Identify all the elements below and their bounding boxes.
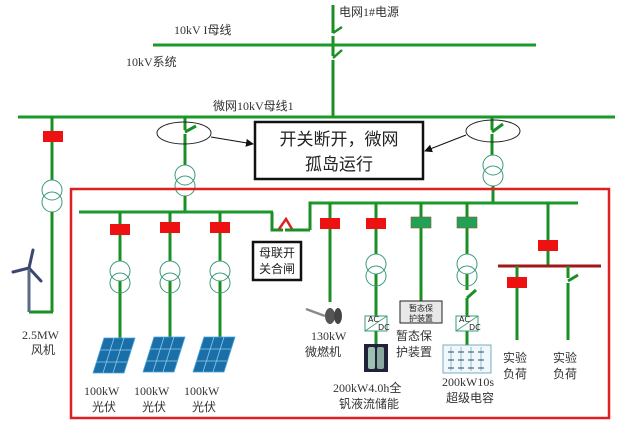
flow-battery-transformer-icon bbox=[365, 253, 387, 287]
right-switch-highlight-ellipse bbox=[465, 119, 521, 143]
left-arrow-icon bbox=[210, 136, 254, 147]
wind-turbine-icon bbox=[11, 248, 43, 312]
svg-text:DC: DC bbox=[469, 323, 481, 332]
microgrid-boundary bbox=[69, 187, 611, 420]
grid-source-label: 电网1#电源 bbox=[339, 5, 399, 19]
supercap-label-line1: 200kW10s bbox=[442, 375, 494, 389]
flow-battery-label-line1: 200kW4.0h全 bbox=[333, 380, 401, 395]
left-tie-switch bbox=[156, 117, 212, 212]
right-transformer-icon bbox=[482, 154, 504, 187]
supercap-transformer-icon bbox=[456, 253, 478, 287]
right-tie-switch bbox=[465, 117, 521, 204]
bus-10kv-1-label: 10kV I母线 bbox=[174, 23, 231, 37]
svg-text:AC: AC bbox=[459, 315, 470, 324]
pv2-rating-label: 100kW bbox=[134, 384, 170, 398]
protection-box-line2: 护装置 bbox=[409, 313, 433, 323]
pv-panel-icon bbox=[142, 336, 186, 373]
load2-label-line2: 负荷 bbox=[553, 367, 577, 381]
supercap-switch-icon bbox=[466, 288, 477, 300]
load-main-breaker-icon bbox=[538, 240, 558, 251]
load2-switch-icon bbox=[567, 273, 579, 283]
pv-feeder-1 bbox=[109, 212, 131, 340]
grid-source-switch-icon bbox=[332, 25, 343, 35]
flow-battery-breaker-icon bbox=[366, 218, 386, 229]
island-note-line2: 孤岛运行 bbox=[305, 155, 373, 175]
pv2-breaker-icon bbox=[160, 222, 180, 233]
protection-device-box bbox=[399, 300, 443, 324]
system-tie-switch-icon bbox=[332, 49, 343, 59]
load-feeder bbox=[498, 203, 601, 340]
wind-feeder bbox=[27, 117, 63, 314]
load1-label-line1: 实验 bbox=[503, 350, 527, 365]
microturbine-breaker-icon bbox=[320, 218, 340, 229]
protection-label-line2: 护装置 bbox=[396, 345, 432, 359]
pv1-breaker-icon bbox=[110, 224, 130, 235]
pv1-transformer-icon bbox=[109, 260, 131, 294]
supercap-converter-icon: AC DC bbox=[455, 315, 481, 332]
bus-tie-closed-icon bbox=[277, 216, 294, 230]
pv-feeder-2 bbox=[159, 212, 181, 340]
pv-panel-icon bbox=[92, 337, 136, 374]
pv2-name-label: 光伏 bbox=[142, 400, 166, 414]
load2-label-line1: 实验 bbox=[553, 350, 577, 365]
microturbine-name-label: 微燃机 bbox=[305, 344, 341, 359]
island-operation-note: 开关断开，微网 孤岛运行 bbox=[210, 120, 467, 181]
wind-name-label: 风机 bbox=[31, 343, 55, 357]
bus-tie-switch: 母联开 关合闸 bbox=[251, 201, 314, 282]
system-10kv-label: 10kV系统 bbox=[126, 55, 177, 69]
pv3-rating-label: 100kW bbox=[184, 384, 220, 398]
pv-panel-icon bbox=[192, 336, 236, 373]
pv1-name-label: 光伏 bbox=[92, 400, 116, 414]
microgrid-bus-label: 微网10kV母线1 bbox=[213, 99, 294, 113]
supercap-label-line2: 超级电容 bbox=[446, 390, 494, 405]
flow-battery-icon bbox=[364, 344, 388, 372]
flow-battery-feeder: AC DC bbox=[364, 203, 390, 372]
pv3-name-label: 光伏 bbox=[192, 400, 216, 414]
svg-text:AC: AC bbox=[368, 315, 379, 324]
microturbine-feeder bbox=[320, 203, 340, 302]
left-switch-highlight-ellipse bbox=[156, 121, 212, 145]
right-open-switch-icon bbox=[491, 122, 504, 134]
wind-breaker-icon bbox=[43, 131, 63, 142]
pv3-breaker-icon bbox=[210, 222, 230, 233]
protection-feeder: 暂态保 护装置 bbox=[399, 203, 443, 324]
protection-breaker-open-icon bbox=[410, 216, 432, 229]
pv2-transformer-icon bbox=[159, 260, 181, 294]
grid-source-feeder bbox=[331, 5, 343, 117]
left-transformer-icon bbox=[174, 164, 196, 197]
supercap-bank-icon bbox=[442, 344, 492, 374]
right-arrow-icon bbox=[424, 134, 467, 153]
bus-tie-note-line1: 母联开 bbox=[259, 246, 295, 260]
wind-transformer-icon bbox=[41, 179, 63, 213]
bus-tie-note-line2: 关合闸 bbox=[259, 261, 295, 276]
protection-box-line1: 暂态保 bbox=[409, 303, 433, 313]
left-open-switch-icon bbox=[184, 124, 197, 134]
microturbine-rating-label: 130kW bbox=[311, 329, 347, 343]
svg-text:DC: DC bbox=[378, 323, 390, 332]
supercap-feeder: AC DC bbox=[442, 203, 492, 374]
pv3-transformer-icon bbox=[209, 260, 231, 294]
pv-feeder-3 bbox=[209, 212, 231, 340]
microturbine-icon bbox=[305, 307, 342, 324]
supercap-breaker-open-icon bbox=[456, 216, 478, 229]
load1-breaker-icon bbox=[507, 277, 527, 288]
protection-label-line1: 暂态保 bbox=[396, 329, 432, 343]
pv1-rating-label: 100kW bbox=[84, 384, 120, 398]
flow-battery-label-line2: 钒液流储能 bbox=[339, 396, 399, 411]
island-note-line1: 开关断开，微网 bbox=[280, 130, 399, 150]
flow-battery-converter-icon: AC DC bbox=[364, 315, 390, 332]
load1-label-line2: 负荷 bbox=[503, 367, 527, 381]
wind-rating-label: 2.5MW bbox=[22, 328, 60, 342]
